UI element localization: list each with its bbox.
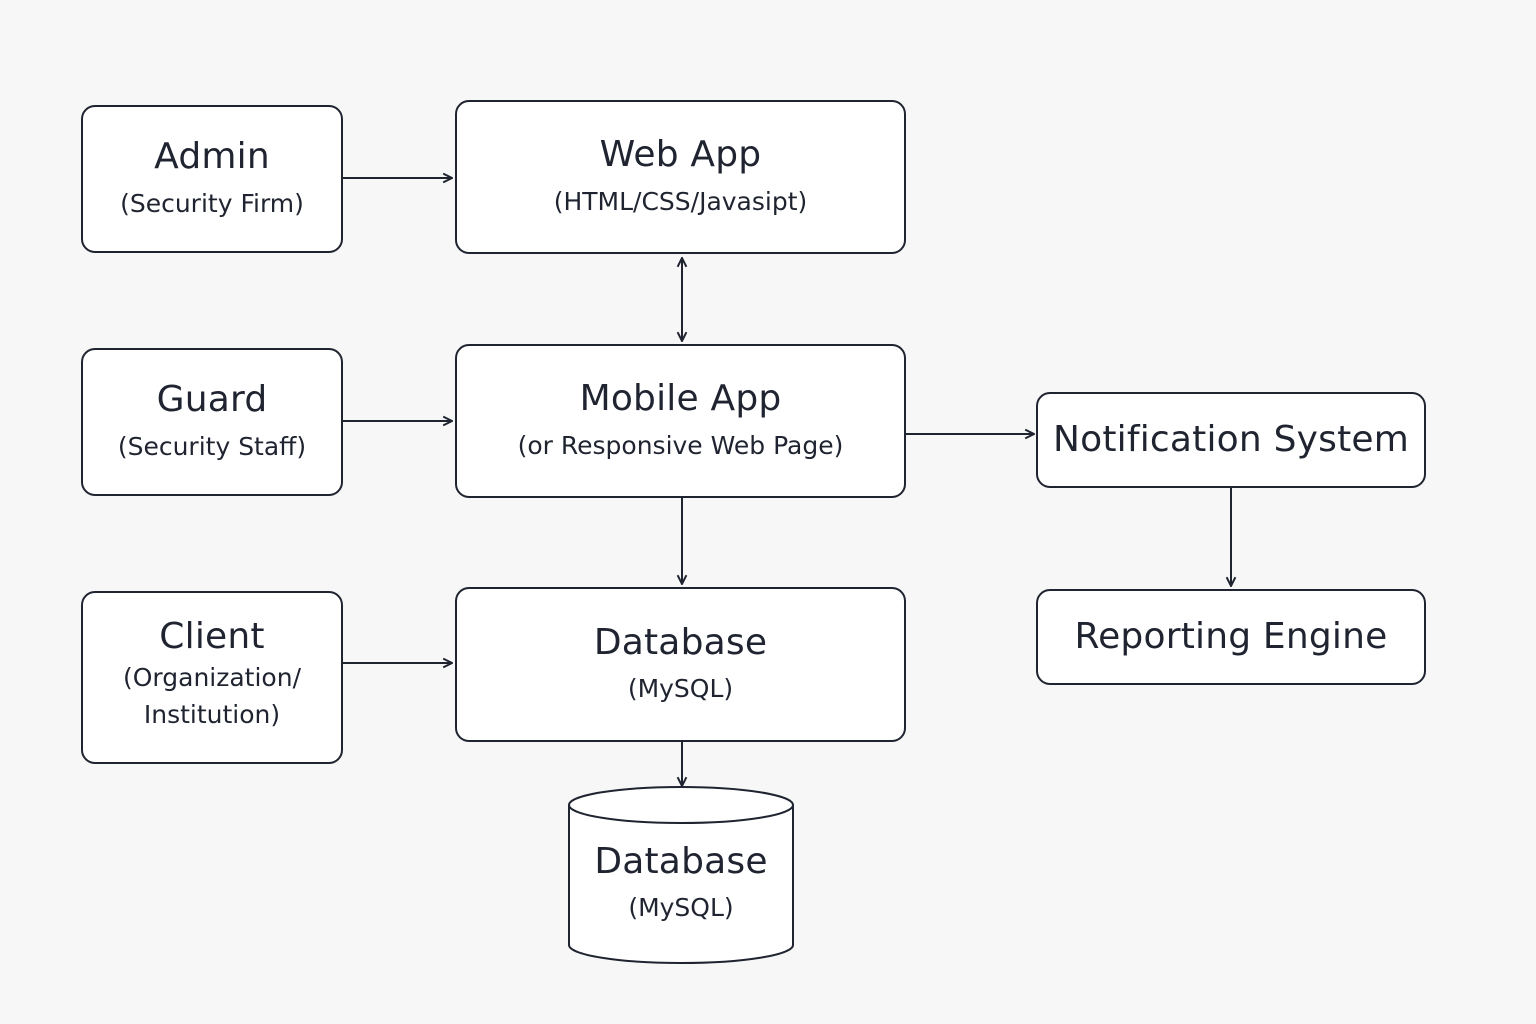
node-title: Admin (154, 136, 270, 178)
node-title: Web App (599, 134, 762, 176)
node-title: Reporting Engine (1074, 616, 1388, 658)
node-admin: Admin (Security Firm) (81, 105, 343, 253)
database-cylinder-label: Database (MySQL) (567, 841, 795, 927)
node-title: Client (159, 616, 265, 658)
node-title: Guard (156, 379, 268, 421)
node-subtitle-line-1: (Organization/ (122, 662, 301, 692)
node-notification-system: Notification System (1036, 392, 1426, 488)
node-mobile-app: Mobile App (or Responsive Web Page) (455, 344, 906, 498)
node-subtitle: (or Responsive Web Page) (517, 430, 844, 460)
node-web-app: Web App (HTML/CSS/Javasipt) (455, 100, 906, 254)
node-database: Database (MySQL) (455, 587, 906, 742)
node-reporting-engine: Reporting Engine (1036, 589, 1426, 685)
node-guard: Guard (Security Staff) (81, 348, 343, 496)
node-subtitle-line-2: Institution) (143, 700, 281, 730)
node-title: Database (594, 841, 768, 882)
database-cylinder-shape (568, 786, 794, 964)
node-subtitle: (MySQL) (628, 893, 734, 923)
node-subtitle: (MySQL) (627, 674, 734, 704)
node-title: Notification System (1052, 419, 1410, 461)
node-title: Database (593, 621, 768, 663)
node-client: Client (Organization/ Institution) (81, 591, 343, 764)
node-subtitle: (Security Staff) (117, 431, 307, 461)
node-subtitle: (HTML/CSS/Javasipt) (553, 186, 808, 216)
database-cylinder: Database (MySQL) (567, 785, 795, 965)
node-title: Mobile App (579, 378, 782, 420)
node-subtitle: (Security Firm) (120, 188, 304, 218)
